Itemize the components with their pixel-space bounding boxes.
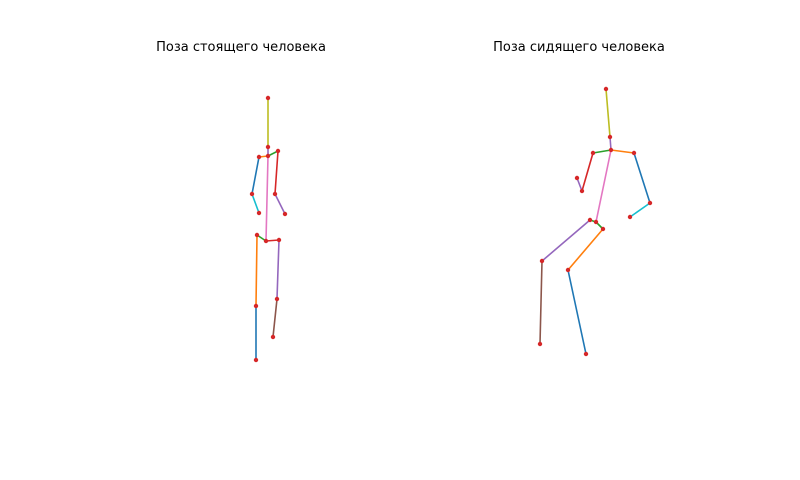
sitting-joint-left-shoulder: [590, 150, 596, 156]
standing-joint-left-hip: [254, 232, 260, 238]
sitting-bone-right-elbow-to-right-wrist: [629, 202, 651, 218]
sitting-skeleton: [537, 86, 653, 357]
standing-joint-right-knee: [274, 296, 280, 302]
sitting-joint-right-knee: [565, 267, 571, 273]
sitting-bone-left-elbow-to-left-wrist: [576, 177, 583, 192]
standing-joint-left-wrist: [256, 210, 262, 216]
standing-joint-neck: [265, 144, 271, 150]
standing-skeleton: [249, 95, 288, 363]
sitting-bone-spine-to-left-shoulder: [592, 149, 612, 154]
sitting-pose-title: Поза сидящего человека: [493, 40, 665, 55]
sitting-joint-neck: [607, 134, 613, 140]
standing-joint-left-ankle: [253, 357, 259, 363]
sitting-joint-right-shoulder: [631, 150, 637, 156]
sitting-joint-right-ankle: [583, 351, 589, 357]
standing-joint-right-wrist: [282, 211, 288, 217]
sitting-joint-right-wrist: [627, 214, 633, 220]
sitting-bone-left-hip-to-left-knee: [541, 219, 591, 262]
standing-bone-spine-to-pelvis: [265, 155, 269, 242]
standing-joint-head-top: [265, 95, 271, 101]
sitting-joint-left-knee: [539, 258, 545, 264]
sitting-bone-right-knee-to-right-ankle: [567, 269, 587, 355]
sitting-joint-left-elbow: [579, 188, 585, 194]
sitting-joint-pelvis: [593, 219, 599, 225]
standing-bone-right-shoulder-to-right-elbow: [274, 150, 279, 195]
standing-joint-spine: [265, 153, 271, 159]
sitting-joint-right-elbow: [647, 200, 653, 206]
sitting-joint-head-top: [603, 86, 609, 92]
standing-joint-left-knee: [253, 303, 259, 309]
sitting-bone-head-top-to-neck: [605, 88, 611, 138]
standing-joint-pelvis: [263, 238, 269, 244]
standing-bone-right-elbow-to-right-wrist: [274, 193, 286, 215]
sitting-joint-left-hip: [587, 217, 593, 223]
sitting-bone-left-knee-to-left-ankle: [539, 260, 543, 345]
sitting-joint-left-ankle: [537, 341, 543, 347]
sitting-bone-right-hip-to-right-knee: [567, 228, 604, 271]
sitting-bone-spine-to-right-shoulder: [610, 149, 635, 154]
standing-bone-left-elbow-to-left-wrist: [251, 193, 260, 214]
sitting-bone-spine-to-pelvis: [595, 149, 612, 223]
standing-bone-left-shoulder-to-left-elbow: [251, 156, 260, 195]
sitting-joint-left-wrist: [574, 175, 580, 181]
standing-bone-right-hip-to-right-knee: [276, 239, 280, 300]
standing-joint-right-ankle: [270, 334, 276, 340]
sitting-joint-right-hip: [600, 226, 606, 232]
standing-joint-right-shoulder: [275, 148, 281, 154]
standing-bone-left-hip-to-left-knee: [255, 234, 258, 307]
standing-joint-left-shoulder: [256, 154, 262, 160]
sitting-bone-right-shoulder-to-right-elbow: [633, 152, 651, 204]
sitting-bone-left-shoulder-to-left-elbow: [581, 152, 594, 192]
standing-joint-right-elbow: [272, 191, 278, 197]
sitting-joint-spine: [608, 147, 614, 153]
standing-joint-right-hip: [276, 237, 282, 243]
standing-bone-right-knee-to-right-ankle: [272, 298, 278, 338]
standing-joint-left-elbow: [249, 191, 255, 197]
standing-pose-title: Поза стоящего человека: [156, 40, 326, 55]
